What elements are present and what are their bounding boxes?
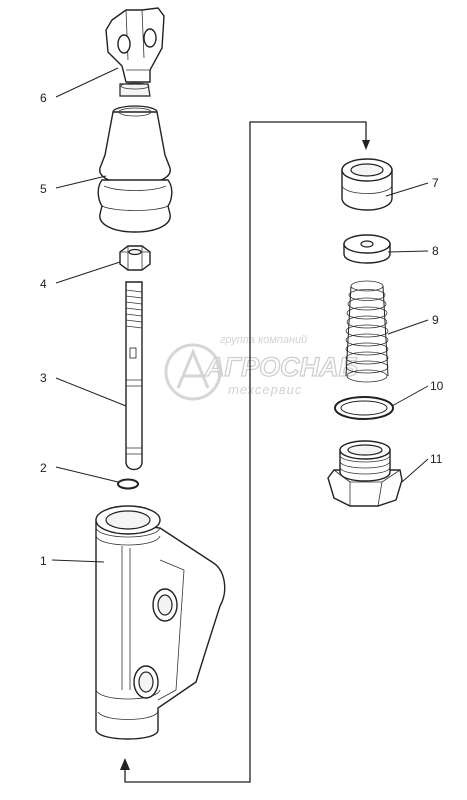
callout-6: 6 xyxy=(40,91,47,105)
part-4-hex-nut xyxy=(119,245,151,271)
callout-5: 5 xyxy=(40,182,47,196)
watermark: группа компаний АГРОСНАБ техсервис xyxy=(164,334,358,401)
callout-1: 1 xyxy=(40,554,47,568)
callout-2: 2 xyxy=(40,461,47,475)
callout-11: 11 xyxy=(430,452,443,466)
assembly-connector-arrow xyxy=(120,121,370,783)
watermark-line-1: группа компаний xyxy=(220,334,307,346)
watermark-logo-icon xyxy=(164,343,222,401)
part-1-cylinder-body xyxy=(95,505,226,740)
part-11-threaded-plug xyxy=(327,440,403,507)
callout-8: 8 xyxy=(432,244,439,258)
watermark-line-3: техсервис xyxy=(228,382,302,397)
part-6-clevis xyxy=(105,7,165,97)
part-10-ring xyxy=(334,396,394,420)
part-3-pushrod xyxy=(125,281,143,471)
leader-lines xyxy=(51,67,429,563)
callout-4: 4 xyxy=(40,277,47,291)
callout-10: 10 xyxy=(430,379,444,393)
part-8-washer xyxy=(343,234,391,264)
part-2-o-ring xyxy=(117,478,139,490)
part-9-spring xyxy=(345,280,389,383)
callout-7: 7 xyxy=(432,176,439,190)
part-5-protective-boot xyxy=(97,105,173,233)
callout-9: 9 xyxy=(432,313,439,327)
callout-3: 3 xyxy=(40,371,47,385)
watermark-line-2: АГРОСНАБ xyxy=(204,352,358,382)
part-7-cup xyxy=(341,158,393,211)
callout-labels: 6 5 4 3 2 1 7 8 9 10 11 xyxy=(40,91,444,568)
